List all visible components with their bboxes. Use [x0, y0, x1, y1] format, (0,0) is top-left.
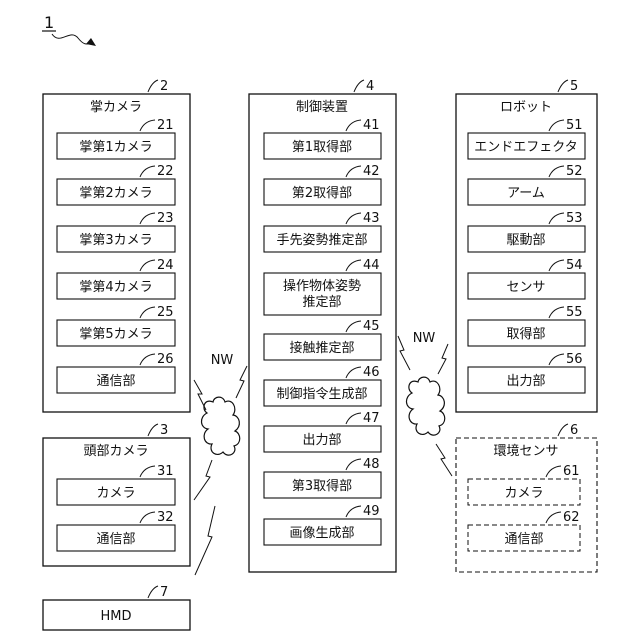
ref-number: 44: [363, 258, 380, 273]
ref-leader: [558, 80, 568, 92]
object-pose-estimation-label-line1: 操作物体姿勢: [283, 278, 361, 294]
ref-number: 2: [160, 79, 168, 94]
second-acquisition-label: 第2取得部: [292, 185, 352, 201]
head-camera-block: 頭部カメラ 3 カメラ 31 通信部 32: [43, 423, 190, 566]
hmd-block: HMD 7: [43, 585, 190, 630]
left-network-label: NW: [211, 353, 234, 368]
ref-number: 26: [157, 352, 174, 367]
palm-camera-title: 掌カメラ: [90, 100, 142, 115]
palm-camera-block: 掌カメラ 2 掌第1カメラ 21 掌第2カメラ 22 掌第3カメラ 23 掌第4…: [43, 79, 190, 412]
ref-leader: [148, 424, 158, 436]
control-command-generation-label: 制御指令生成部: [276, 387, 367, 402]
env-comm-label: 通信部: [504, 532, 543, 547]
ref-number: 22: [157, 164, 174, 179]
controller-block: 制御装置 4 第1取得部 41 第2取得部 42 手先姿勢推定部 43 操作物体…: [249, 79, 396, 572]
left-network-cloud: [201, 397, 239, 455]
arm-label: アーム: [507, 186, 545, 201]
hmd-label: HMD: [100, 609, 131, 624]
system-ref-arrowhead: [86, 38, 96, 46]
lightning-bolt: [195, 506, 215, 575]
ref-number: 21: [157, 118, 174, 133]
ref-number: 32: [157, 510, 174, 525]
ref-number: 4: [366, 79, 374, 94]
left-network: NW: [194, 353, 247, 575]
first-acquisition-label: 第1取得部: [292, 139, 352, 155]
env-sensor-title: 環境センサ: [493, 444, 558, 459]
right-network-label: NW: [413, 331, 436, 346]
head-camera-title: 頭部カメラ: [83, 444, 148, 459]
ref-number: 51: [566, 118, 583, 133]
controller-output-label: 出力部: [302, 433, 341, 448]
contact-estimation-label: 接触推定部: [289, 340, 354, 356]
palm-camera-5-label: 掌第5カメラ: [79, 327, 152, 342]
robot-block: ロボット 5 エンドエフェクタ 51 アーム 52 駆動部 53 センサ 54: [456, 79, 597, 412]
ref-number: 31: [157, 464, 174, 479]
palm-camera-4-label: 掌第4カメラ: [79, 280, 152, 295]
ref-leader: [148, 586, 158, 598]
ref-leader: [558, 424, 568, 436]
head-cam-camera-label: カメラ: [96, 486, 135, 501]
third-acquisition-label: 第3取得部: [292, 478, 352, 494]
image-generation-label: 画像生成部: [289, 526, 354, 541]
ref-leader: [354, 80, 364, 92]
head-cam-comm-label: 通信部: [96, 532, 135, 547]
palm-camera-1-label: 掌第1カメラ: [79, 140, 152, 155]
lightning-bolt: [438, 344, 448, 374]
ref-number: 55: [566, 305, 583, 320]
robot-title: ロボット: [500, 100, 552, 115]
ref-number: 46: [363, 365, 380, 380]
system-ref-number: 1: [44, 13, 54, 32]
ref-number: 53: [566, 211, 583, 226]
ref-number: 54: [566, 258, 583, 273]
ref-number: 6: [570, 423, 578, 438]
ref-number: 62: [563, 510, 580, 525]
ref-number: 24: [157, 258, 174, 273]
ref-number: 42: [363, 164, 380, 179]
palm-comm-label: 通信部: [96, 374, 135, 389]
env-camera-label: カメラ: [504, 486, 543, 501]
ref-leader: [148, 80, 158, 92]
lightning-bolt: [436, 444, 452, 476]
lightning-bolt: [194, 460, 212, 500]
ref-number: 25: [157, 305, 174, 320]
right-network: NW: [398, 331, 452, 476]
ref-number: 7: [160, 585, 168, 600]
ref-number: 45: [363, 319, 380, 334]
robot-output-label: 出力部: [506, 374, 545, 389]
ref-number: 47: [363, 411, 380, 426]
ref-number: 5: [570, 79, 578, 94]
ref-number: 49: [363, 504, 380, 519]
ref-number: 41: [363, 118, 380, 133]
right-network-cloud: [406, 377, 444, 435]
ref-number: 43: [363, 211, 380, 226]
env-sensor-block: 環境センサ 6 カメラ 61 通信部 62: [456, 423, 597, 572]
hand-pose-estimation-label: 手先姿勢推定部: [276, 232, 367, 248]
ref-number: 56: [566, 352, 583, 367]
palm-camera-3-label: 掌第3カメラ: [79, 233, 152, 248]
end-effector-label: エンドエフェクタ: [474, 140, 577, 155]
controller-title: 制御装置: [296, 100, 348, 115]
lightning-bolt: [398, 336, 410, 370]
ref-number: 3: [160, 423, 168, 438]
ref-number: 61: [563, 464, 580, 479]
ref-number: 23: [157, 211, 174, 226]
ref-number: 48: [363, 457, 380, 472]
robot-acquisition-label: 取得部: [506, 326, 545, 342]
object-pose-estimation-label-line2: 推定部: [302, 295, 341, 310]
lightning-bolt: [194, 380, 206, 410]
palm-camera-2-label: 掌第2カメラ: [79, 186, 152, 201]
ref-number: 52: [566, 164, 583, 179]
lightning-bolt: [236, 366, 247, 398]
sensor-label: センサ: [506, 280, 545, 295]
system-reference: 1: [42, 13, 96, 46]
drive-label: 駆動部: [506, 233, 545, 248]
